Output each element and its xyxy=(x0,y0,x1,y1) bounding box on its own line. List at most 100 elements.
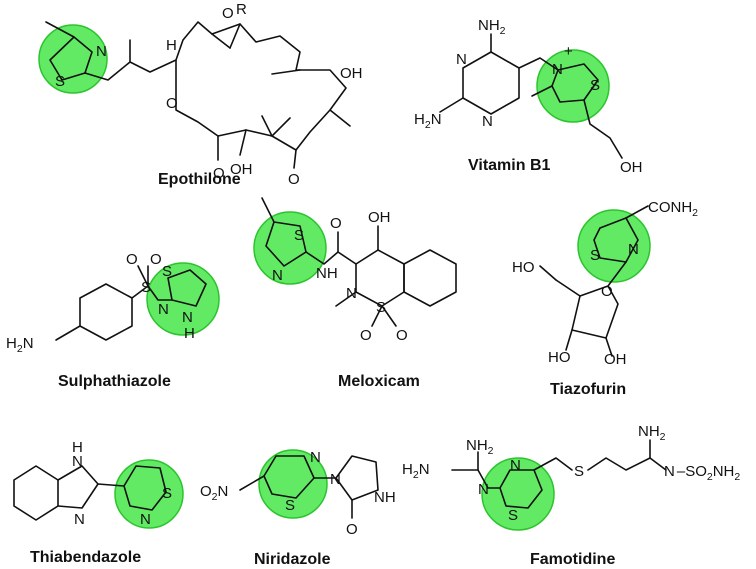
atom-H: H xyxy=(166,37,177,54)
gem-methyl-2 xyxy=(271,117,291,137)
atom-NH2: NH2 xyxy=(478,17,506,37)
label-niridazole: Niridazole xyxy=(254,551,331,568)
atom-N-2: N xyxy=(456,51,467,68)
atom-N: N xyxy=(628,241,639,258)
so-bond-2 xyxy=(137,265,149,287)
pyrimidine-ring xyxy=(462,51,520,115)
thiazole-highlight xyxy=(38,24,108,94)
atom-O: O xyxy=(126,251,138,268)
sulfur-bond xyxy=(131,285,149,299)
oh-bond-2 xyxy=(605,337,613,357)
atom-H2N: H2N xyxy=(414,111,442,131)
atom-S: S xyxy=(294,227,304,244)
molecule-thiabendazole: N H N S N Thiabendazole xyxy=(13,439,184,566)
atom-O-ketone: O xyxy=(288,171,300,188)
molecule-sulphathiazole: H2N S O O N S N H Sulphathiazole xyxy=(6,251,220,390)
atom-S: S xyxy=(55,73,65,90)
imidazole-ring xyxy=(57,465,99,509)
thiazole-highlight xyxy=(577,209,651,283)
atom-O-2: O xyxy=(150,251,162,268)
ch2oh-bond xyxy=(555,279,581,297)
atom-O: O xyxy=(222,5,234,22)
epoxide-bond-2 xyxy=(229,23,241,49)
atom-N-2: N xyxy=(330,471,341,488)
amine-bond xyxy=(55,325,81,341)
atom-N: N xyxy=(158,301,169,318)
atom-OH-2: OH xyxy=(340,65,363,82)
benzene-ring xyxy=(79,283,133,341)
ketone-bond xyxy=(293,149,297,169)
atom-N-plus: N xyxy=(552,61,563,78)
atom-S: S xyxy=(574,463,584,480)
atom-H: H xyxy=(72,439,83,456)
atom-S: S xyxy=(590,247,600,264)
atom-OH: OH xyxy=(230,161,253,178)
thiazole-ring xyxy=(97,465,167,511)
atom-S-ring: S xyxy=(508,507,518,524)
molecule-meloxicam: S N NH O OH N S O O Meloxicam xyxy=(253,197,457,390)
atom-O-ring: O xyxy=(166,95,178,112)
atom-H2N: H2N xyxy=(402,461,430,481)
atom-NH: NH xyxy=(316,265,338,282)
label-thiabendazole: Thiabendazole xyxy=(30,549,141,566)
amide-bond xyxy=(305,251,357,265)
n-methyl-bond xyxy=(335,291,357,307)
label-sulphathiazole: Sulphathiazole xyxy=(58,373,171,390)
imidazolidinone-ring xyxy=(335,455,379,501)
thiazole-highlight xyxy=(114,459,184,529)
molecule-tiazofurin: CONH2 S N O HO HO OH Tiazofurin xyxy=(512,199,698,398)
atom-S: S xyxy=(162,485,172,502)
thiazoline-ring xyxy=(167,269,207,307)
guanidine-n-bond xyxy=(477,469,501,489)
label-tiazofurin: Tiazofurin xyxy=(550,381,626,398)
atom-O: O xyxy=(330,215,342,232)
benzene-ring xyxy=(13,465,59,521)
hydroxyethyl-bond xyxy=(583,99,623,159)
atom-OH: OH xyxy=(604,351,627,368)
atom-N-2: N xyxy=(74,511,85,528)
atom-S: S xyxy=(590,77,600,94)
atom-O: O xyxy=(346,521,358,538)
atom-NH2: NH2 xyxy=(466,437,494,457)
atom-OH: OH xyxy=(368,209,391,226)
thiazole-ring xyxy=(499,469,543,509)
atom-O-2: O xyxy=(360,327,372,344)
atom-H: H xyxy=(184,325,195,342)
oh-bond xyxy=(565,329,573,351)
atom-N-ring: N xyxy=(510,457,521,474)
so2-bond xyxy=(371,305,383,327)
atom-H2N: H2N xyxy=(6,335,34,355)
methyl-3 xyxy=(329,109,351,127)
nh2-bond-2 xyxy=(439,97,464,113)
methylene-bond xyxy=(518,57,559,71)
nitro-bond xyxy=(239,475,265,491)
molecule-famotidine: NH2 H2N N N S S NH2 N–SO2NH2 Famotidine xyxy=(402,423,740,568)
label-epothilone: Epothilone xyxy=(158,171,241,188)
propyl-chain xyxy=(587,457,651,471)
ch2-bond xyxy=(533,457,573,471)
molecule-vitamin-b1: NH2 N N H2N N + S OH Vitamin B1 xyxy=(414,17,643,176)
atom-HO: HO xyxy=(512,259,535,276)
macrocycle-bonds xyxy=(175,21,347,151)
atom-N: N xyxy=(478,481,489,498)
label-meloxicam: Meloxicam xyxy=(338,373,420,390)
atom-N-ring: N xyxy=(182,309,193,326)
atom-N: N xyxy=(482,113,493,130)
conh2-bond xyxy=(625,205,649,219)
atom-N-3: N xyxy=(140,511,151,528)
thiazine-ring xyxy=(355,249,405,307)
atom-N: N xyxy=(272,267,283,284)
oh-bond xyxy=(239,129,247,156)
label-vitamin-b1: Vitamin B1 xyxy=(468,157,551,174)
atom-S-2: S xyxy=(376,299,386,316)
gem-methyl xyxy=(261,115,273,137)
methyl-bond xyxy=(531,85,553,97)
thiazole-ring xyxy=(265,221,307,267)
label-famotidine: Famotidine xyxy=(530,551,615,568)
amidine-n-bond xyxy=(649,457,667,471)
ch2oh-bond-2 xyxy=(539,265,557,281)
atom-O2N: O2N xyxy=(200,483,228,503)
molecule-niridazole: O2N N S N NH O Niridazole xyxy=(200,449,396,568)
